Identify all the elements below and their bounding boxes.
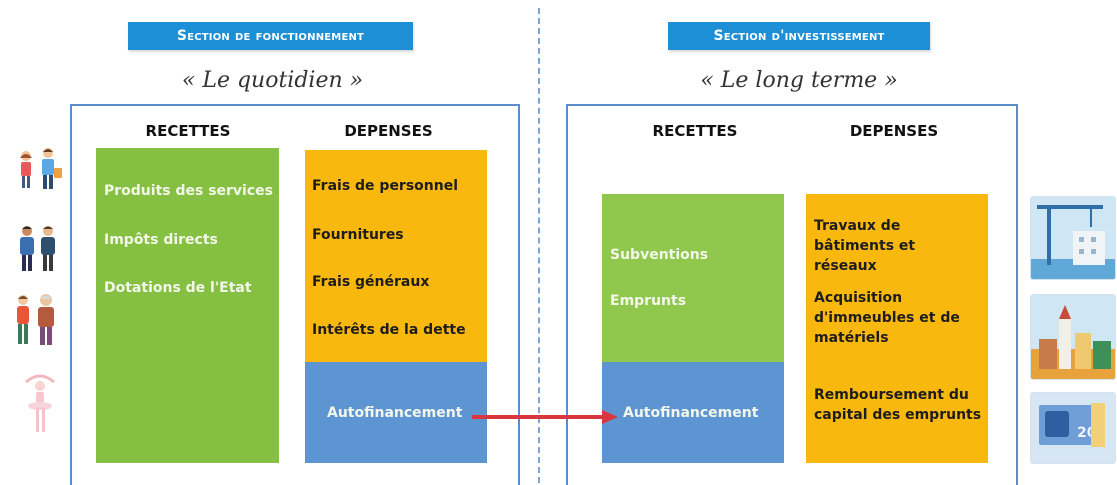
recette-item: Produits des services [104,183,273,199]
depense-item: Frais généraux [312,274,430,290]
ballet-dancer-icon [25,374,55,432]
family-icon [20,148,62,189]
investissement-depenses-heading: DEPENSES [849,122,939,140]
euro-banknote-icon: 20 [1030,392,1116,464]
section-investissement-title: Section d'investissement [668,22,930,50]
couple-icon [20,226,55,271]
recette-item: Dotations de l'Etat [104,280,252,296]
fonctionnement-recettes-heading: RECETTES [145,122,231,140]
depense-item: Acquisition d'immeubles et de matériels [814,290,960,346]
depense-item: Travaux de bâtiments et réseaux [814,218,916,274]
investissement-panel [566,104,1018,485]
fonctionnement-subtitle: « Le quotidien » [181,68,364,93]
section-fonctionnement-title: Section de fonctionnement [128,22,413,50]
construction-crane-icon [1030,196,1116,280]
autofinancement-label: Autofinancement [327,405,463,421]
autofinancement-label: Autofinancement [623,405,759,421]
fonctionnement-autofinancement-box [305,362,487,463]
investissement-subtitle: « Le long terme » [700,68,898,93]
recette-item: Impôts directs [104,232,218,248]
fonctionnement-recettes-box [96,148,279,463]
investissement-recettes-heading: RECETTES [652,122,738,140]
fonctionnement-depenses-heading: DEPENSES [344,122,433,140]
elderly-people-icon [17,294,54,345]
autofinancement-transfer-arrow [472,410,618,424]
recette-item: Emprunts [610,293,687,309]
fonctionnement-panel [70,104,520,485]
depense-item: Remboursement du capital des emprunts [814,387,982,423]
depense-item: Frais de personnel [312,178,459,194]
investissement-depenses-box [806,194,988,463]
town-buildings-icon [1030,294,1116,380]
investissement-recettes-box [602,194,784,362]
fonctionnement-depenses-box [305,150,487,362]
depense-item: Intérêts de la dette [312,322,466,338]
section-divider [538,8,540,483]
recette-item: Subventions [610,247,709,263]
depense-item: Fournitures [312,227,404,243]
investissement-autofinancement-box [602,362,784,463]
